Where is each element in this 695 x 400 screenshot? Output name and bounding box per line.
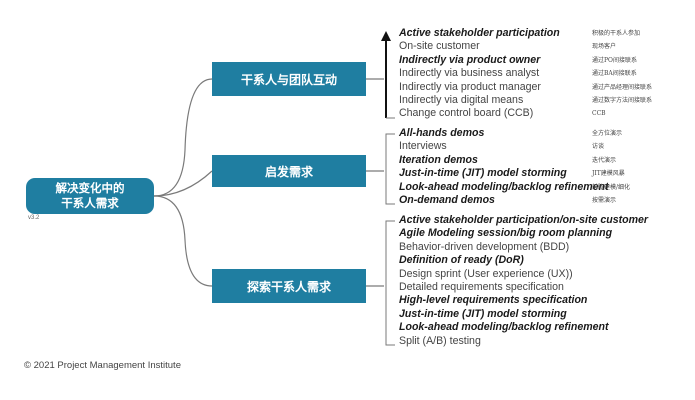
option-translation: 通过产品经理间接联系 <box>592 83 653 91</box>
link-root-branch1 <box>153 78 213 197</box>
option-translation: 通过数字方法间接联系 <box>592 96 653 104</box>
translation-list-elicit-requirements: 全方位演示访谈迭代演示 JIT建模风暴前瞻建模/细化按需演示 <box>592 127 630 207</box>
option-translation: 按需演示 <box>592 196 617 204</box>
option-item: On-site customer <box>399 40 480 53</box>
option-item: Change control board (CCB) <box>399 107 534 120</box>
option-item: Active stakeholder participation <box>399 27 560 39</box>
option-item: Look-ahead modeling/backlog refinement <box>399 180 609 193</box>
option-translation: 积极的干系人参加 <box>592 30 641 37</box>
option-item: Design sprint (User experience (UX)) <box>399 267 573 280</box>
link-root-branch3 <box>153 195 213 287</box>
option-item: All-hands demos <box>399 127 485 139</box>
option-item: Indirectly via product owner <box>399 53 541 66</box>
option-translation: 现场客户 <box>592 43 617 51</box>
option-item: Interviews <box>399 140 447 153</box>
option-item: Behavior-driven development (BDD) <box>399 240 570 253</box>
priority-arrow-head <box>381 31 391 41</box>
option-translation: 前瞻建模/细化 <box>592 183 631 191</box>
link-root-branch2 <box>153 170 213 197</box>
option-translation: 访谈 <box>592 143 605 151</box>
option-translation: CCB <box>592 110 606 118</box>
option-translation: 通过BA间接联系 <box>592 70 637 78</box>
option-item: Indirectly via product manager <box>399 80 541 93</box>
translation-list-stakeholder-interaction: 积极的干系人参加现场客户通过PO间接联系通过BA间接联系通过产品经理间接联系通过… <box>592 27 652 121</box>
option-translation: 全方位演示 <box>592 130 623 137</box>
copyright-notice: © 2021 Project Management Institute <box>24 360 181 371</box>
option-item: Detailed requirements specification <box>399 280 564 293</box>
options-list-explore-requirements: Active stakeholder participation/on-site… <box>399 214 648 348</box>
option-translation: 迭代演示 <box>592 156 617 164</box>
root-node: 解决变化中的 干系人需求 <box>26 178 154 214</box>
option-item: Just-in-time (JIT) model storming <box>399 307 567 320</box>
option-item: Look-ahead modeling/backlog refinement <box>399 321 609 334</box>
option-item: Active stakeholder participation/on-site… <box>399 214 649 226</box>
version-label: v3.2 <box>28 215 40 221</box>
option-item: High-level requirements specification <box>399 294 588 307</box>
option-item: Agile Modeling session/big room planning <box>399 227 613 240</box>
bracket-list2 <box>385 133 395 205</box>
option-translation: JIT建模风暴 <box>592 170 625 178</box>
option-item: Indirectly via digital means <box>399 93 524 106</box>
branch-stakeholder-interaction: 干系人与团队互动 <box>212 62 366 96</box>
option-item: Split (A/B) testing <box>399 334 481 347</box>
option-translation: 通过PO间接联系 <box>592 56 637 64</box>
option-item: Iteration demos <box>399 153 478 166</box>
bracket-list3 <box>385 220 395 346</box>
option-item: Just-in-time (JIT) model storming <box>399 167 567 180</box>
branch-elicit-requirements: 启发需求 <box>212 155 366 187</box>
option-item: Indirectly via business analyst <box>399 67 540 80</box>
branch-explore-requirements: 探索干系人需求 <box>212 269 366 303</box>
option-item: On-demand demos <box>399 193 495 206</box>
option-item: Definition of ready (DoR) <box>399 254 524 267</box>
